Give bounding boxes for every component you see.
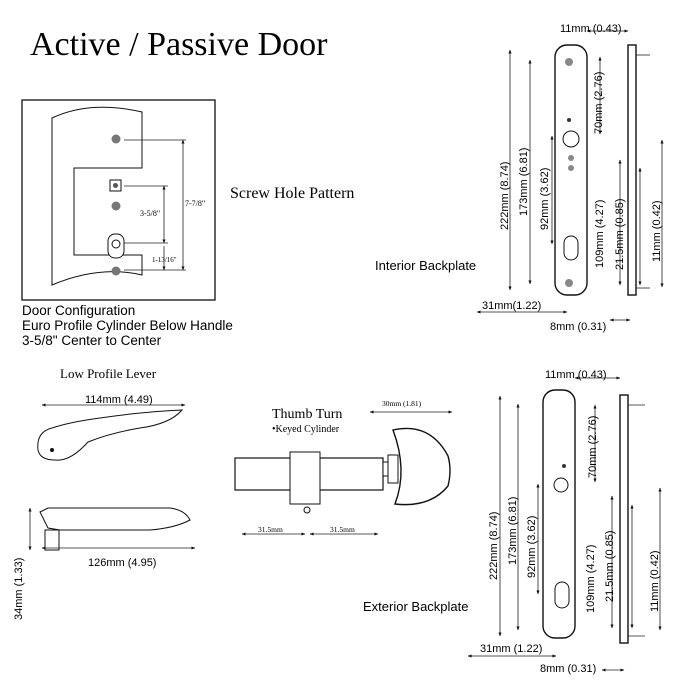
lever-figure: 114mm (4.49) 126mm (4.95) 34mm (1.33) (13, 394, 196, 620)
screw-pattern-title: Screw Hole Pattern (230, 185, 354, 202)
exterior-plate (542, 389, 576, 639)
interior-dim-92: 92mm (3.62) (539, 168, 551, 230)
exterior-dim-92: 92mm (3.62) (526, 516, 538, 578)
screw-hole-mid (111, 201, 121, 211)
exterior-dim-11-top: 11mm (0.43) (545, 369, 607, 381)
lever-top-view (37, 409, 184, 461)
interior-dim-70: 70mm (2.76) (593, 72, 605, 134)
lever-dim-126: 126mm (4.95) (88, 557, 156, 569)
interior-label: Interior Backplate (375, 258, 476, 273)
cylinder-hole (107, 233, 125, 259)
exterior-dim-70: 70mm (2.76) (587, 416, 599, 478)
interior-dim-21: 21.5mm (0.85) (614, 198, 626, 270)
exterior-dim-8: 8mm (0.31) (540, 663, 596, 675)
thumb-turn-subtitle: •Keyed Cylinder (272, 424, 340, 435)
page-title: Active / Passive Door (30, 26, 328, 63)
thumb-turn-figure: 30mm (1.81) 31.5mm 31.5mm (234, 399, 453, 536)
lever-dim-114: 114mm (4.49) (85, 394, 153, 406)
thumb-dim-31a: 31.5mm (258, 525, 283, 534)
interior-dim-222: 222mm (8.74) (499, 162, 511, 230)
thumb-dim-31b: 31.5mm (330, 525, 355, 534)
thumb-turn-knob (392, 427, 451, 506)
interior-dim-109: 109mm (4.27) (594, 200, 606, 268)
lever-side-view (39, 507, 191, 531)
screw-hole-pattern-figure: 7-7/8" 3-5/8" 1-13/16" (21, 99, 216, 301)
thumb-dim-30: 30mm (1.81) (382, 399, 422, 408)
exterior-backplate-figure: 11mm (0.43) 70mm (2.76) 222mm (8.74) 173… (467, 369, 662, 675)
interior-dim-11-side: 11mm (0.42) (651, 200, 663, 262)
exterior-dim-31: 31mm (1.22) (480, 643, 542, 655)
door-config-line1: Door Configuration (22, 303, 135, 318)
interior-backplate-figure: 11mm (0.43) 70mm (2.76) 222mm (8.74) 173… (476, 23, 664, 333)
exterior-dim-11-side: 11mm (0.42) (649, 550, 661, 612)
exterior-plate-side (619, 394, 629, 644)
exterior-dim-222: 222mm (8.74) (488, 512, 500, 580)
screw-hole-bottom (111, 266, 121, 276)
lever-dim-34: 34mm (1.33) (13, 558, 25, 620)
interior-screw-top (565, 58, 573, 66)
screw-hole-top (111, 134, 121, 144)
door-config-line2: Euro Profile Cylinder Below Handle (22, 318, 233, 333)
exterior-label: Exterior Backplate (363, 599, 469, 614)
thumb-turn-title: Thumb Turn (272, 407, 342, 422)
interior-dim-31: 31mm(1.22) (482, 300, 541, 312)
exterior-dim-21: 21.5mm (0.85) (604, 530, 616, 602)
exterior-cylinder-hole (554, 581, 570, 609)
interior-dim-173: 173mm (6.81) (518, 148, 530, 216)
dim-1-13-16: 1-13/16" (152, 256, 177, 264)
interior-dim-8: 8mm (0.31) (550, 321, 606, 333)
dim-3-5-8: 3-5/8" (140, 209, 160, 218)
door-edge-outline (51, 106, 143, 286)
interior-dim-11-top: 11mm (0.43) (560, 23, 622, 35)
dim-7-7-8: 7-7/8" (185, 199, 205, 208)
door-config-line3: 3-5/8" Center to Center (22, 333, 162, 348)
interior-cylinder-hole (563, 235, 579, 261)
exterior-dim-173: 173mm (6.81) (507, 497, 519, 565)
interior-plate-side (627, 44, 637, 296)
lever-title: Low Profile Lever (60, 366, 157, 381)
exterior-dim-109: 109mm (4.27) (585, 545, 597, 613)
